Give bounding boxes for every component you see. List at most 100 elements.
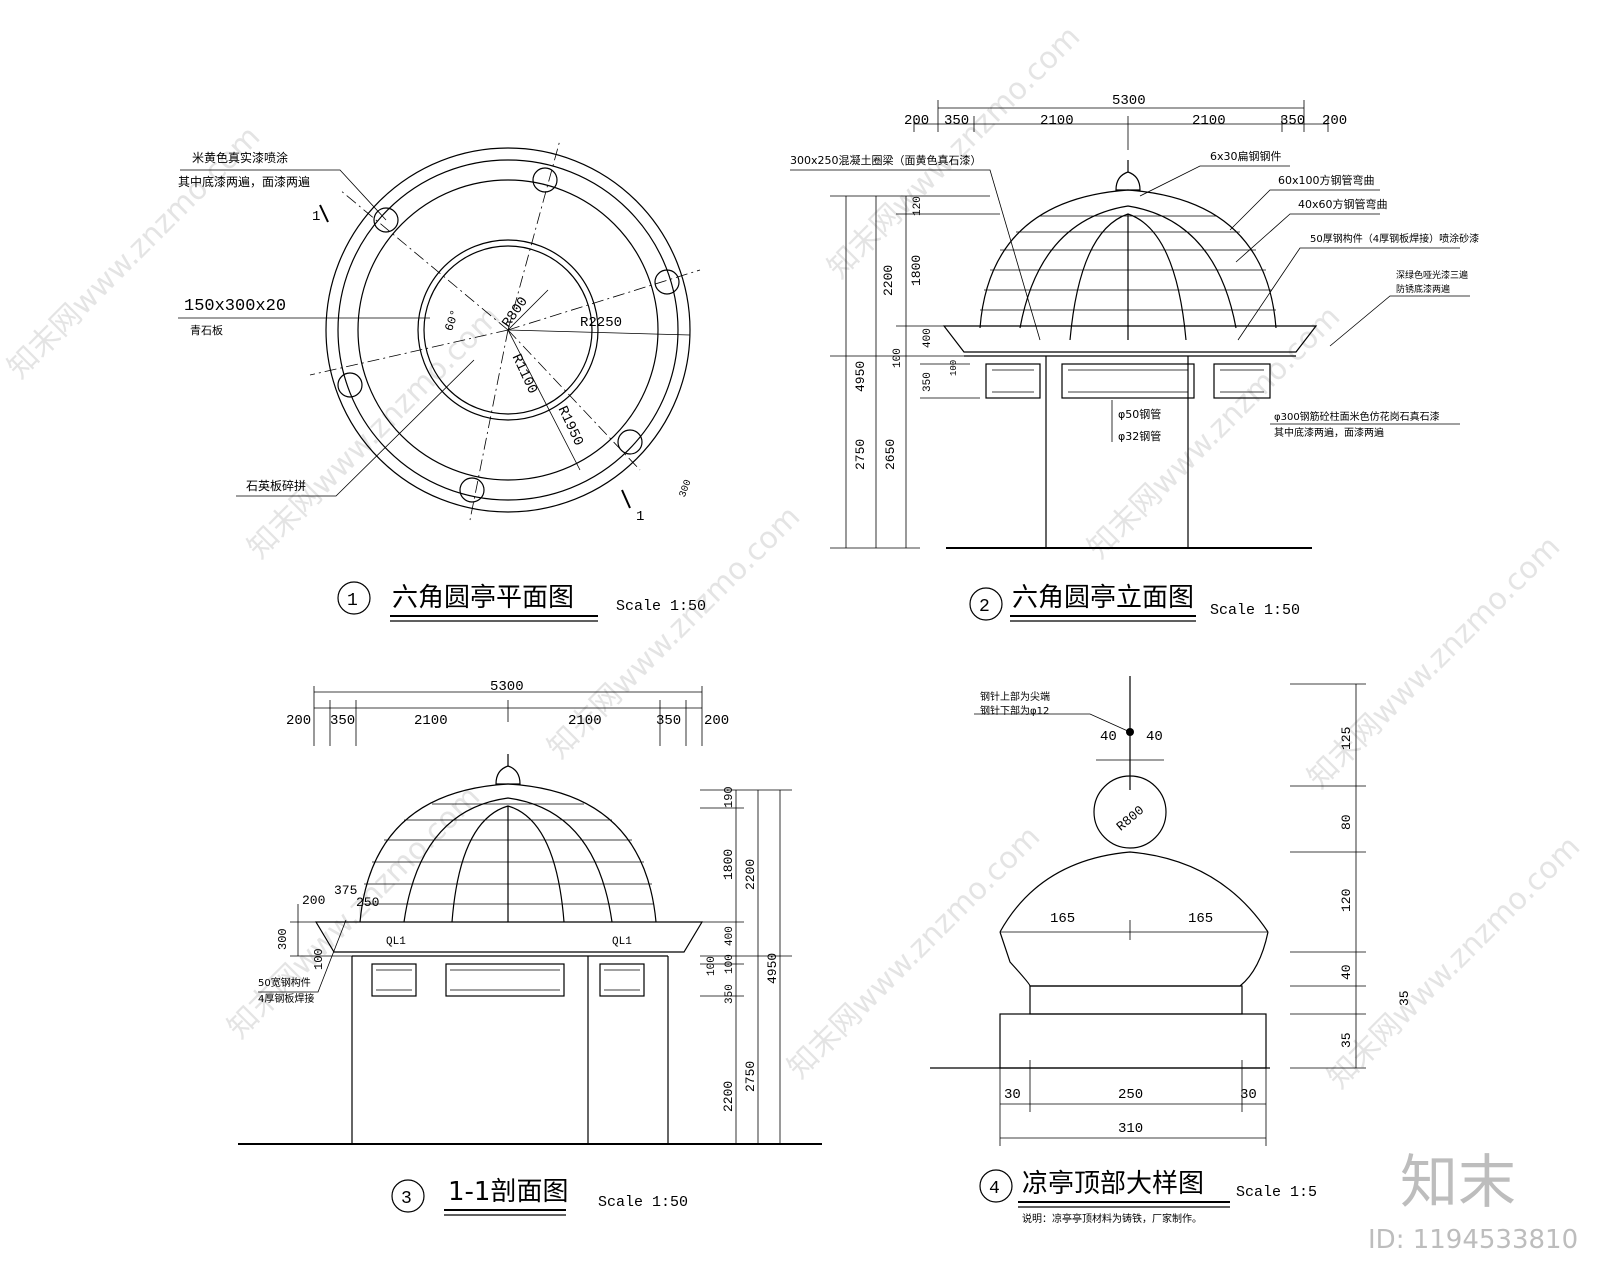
leader [236, 359, 475, 497]
drawing-title: 六角圆亭立面图 [1012, 583, 1194, 613]
leader [1235, 213, 1380, 263]
dim-label: 100 [706, 956, 718, 976]
dim-label: 4950 [853, 361, 868, 392]
note-paint-coats: 其中底漆两遍，面漆两遍 [178, 174, 310, 189]
panel-elevation: 5300 200 350 2100 2100 350 200 [790, 93, 1479, 622]
note-steel: 40x60方钢管弯曲 [1298, 197, 1388, 211]
note-slab-material: 青石板 [190, 323, 223, 337]
dim-label: 350 [922, 372, 934, 392]
leader [1229, 189, 1380, 231]
dim-label: 350 [944, 113, 969, 129]
dim-label: 2100 [1040, 113, 1074, 129]
note-member: 50厚钢构件（4厚钢板焊接）喷涂砂漆 [1310, 232, 1479, 245]
column [617, 429, 643, 455]
watermark-text: 知末网www.znzmo.com [821, 19, 1087, 285]
detail-remark: 说明：凉亭亭顶材料为铸铁，厂家制作。 [1022, 1212, 1202, 1225]
note-column: 其中底漆两遍，面漆两遍 [1274, 426, 1384, 439]
column [654, 269, 680, 295]
note-spike: 钢针下部为φ12 [980, 704, 1049, 717]
dim-label: 375 [334, 883, 357, 898]
watermark-text: 知末网www.znzmo.com [1301, 529, 1567, 795]
note-steel: 6x30扁钢钢件 [1210, 150, 1282, 163]
angle-label: 60° [442, 308, 463, 333]
id-label: ID: 1194533810 [1368, 1225, 1578, 1255]
drawing-number-circle [979, 1169, 1013, 1203]
dim-label: 310 [1118, 1121, 1143, 1137]
dim-label: 400 [922, 328, 934, 348]
column [459, 477, 485, 503]
leader [974, 713, 1131, 733]
railing-balusters [992, 369, 1264, 393]
drawing-title: 六角圆亭平面图 [392, 583, 574, 613]
section-mark [319, 204, 329, 223]
dim-label: 350 [330, 713, 355, 729]
ring-beam [942, 325, 1318, 353]
dim-label: 400 [724, 926, 736, 946]
brand-logo: 知末 [1400, 1148, 1516, 1216]
dim-label: 2100 [1192, 113, 1226, 129]
radius-line [507, 329, 691, 336]
radius-label: R1950 [554, 404, 586, 449]
dim-label: 40 [1146, 729, 1163, 745]
dim-label: 40 [1339, 964, 1354, 980]
note-pipe: φ50钢管 [1118, 407, 1161, 421]
dim-label: 100 [949, 360, 959, 376]
column [337, 372, 363, 398]
dim-label: 200 [302, 893, 325, 908]
dim-label: 2100 [568, 713, 602, 729]
axis-line [507, 139, 561, 331]
dim-total: 5300 [1112, 93, 1146, 109]
dim-label: 100 [724, 954, 736, 974]
dimension-ticks [999, 1060, 1267, 1146]
panel-plan: 1 1 R800 R2250 R1100 R1950 60° 300 米黄色真实… [178, 139, 706, 622]
dim-label: 2750 [743, 1061, 758, 1092]
drawing-number-circle [391, 1179, 425, 1213]
axis-line [469, 329, 509, 521]
radius-line [507, 329, 581, 471]
note-finish: 防锈底漆两遍 [1396, 283, 1450, 295]
dim-label: 100 [892, 348, 904, 368]
drawing-scale: Scale 1:50 [1210, 602, 1300, 619]
note-pipe: φ32钢管 [1118, 429, 1161, 443]
outer-ring-inner [337, 159, 679, 501]
dim-label: 35 [1339, 1032, 1354, 1048]
dim-label: 2650 [883, 439, 898, 470]
note-member: 4厚钢板焊接 [258, 992, 314, 1005]
dim-label: 350 [724, 984, 736, 1004]
leader [1237, 247, 1460, 341]
dim-label: 200 [1322, 113, 1347, 129]
drawing-number: 1 [347, 591, 358, 611]
dim-label: 165 [1188, 911, 1213, 927]
dim-label: 2750 [853, 439, 868, 470]
note-paving: 石英板碎拼 [246, 478, 306, 493]
dim-label: 1800 [721, 849, 736, 880]
note-finish: 深绿色哑光漆三遍 [1396, 269, 1468, 281]
dim-label: 40 [1100, 729, 1117, 745]
dim-label: 165 [1050, 911, 1075, 927]
watermark-text: 知末网www.znzmo.com [241, 299, 507, 565]
dim-label: 350 [656, 713, 681, 729]
cap-neck [1029, 985, 1243, 1015]
radius-label: R2250 [580, 315, 622, 331]
axis-line [507, 329, 641, 471]
railing-balusters [376, 969, 640, 991]
drawing-scale: Scale 1:50 [616, 598, 706, 615]
dim-label: 2200 [881, 265, 896, 296]
column [532, 167, 558, 193]
drawing-title: 凉亭顶部大样图 [1022, 1169, 1204, 1199]
cap-base [999, 1013, 1267, 1069]
dim-label: 100 [312, 948, 326, 970]
drawing-title: 1-1剖面图 [448, 1177, 568, 1207]
note-spike: 钢针上部为尖端 [980, 690, 1050, 703]
finial [495, 765, 521, 785]
radius-label: R800 [499, 294, 531, 331]
dim-label: 200 [904, 113, 929, 129]
note-beam: 300x250混凝土圈梁（面黄色真石漆） [790, 153, 982, 167]
dim-label: 2100 [414, 713, 448, 729]
beam-label: QL1 [386, 936, 406, 948]
dome-slats [980, 215, 1276, 311]
note-slab-size: 150x300x20 [184, 297, 286, 316]
dim-label: 2200 [743, 859, 758, 890]
watermark-text: 知末网www.znzmo.com [1321, 829, 1587, 1095]
